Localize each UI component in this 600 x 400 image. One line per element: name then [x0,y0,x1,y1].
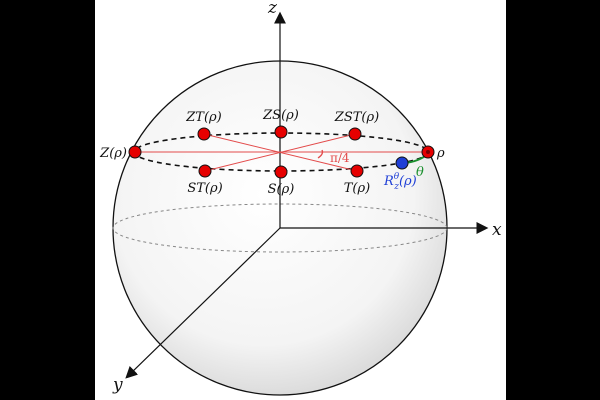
label-rotated-sup: θ [394,172,400,182]
label-rotated-arg: (ρ) [399,174,417,189]
label-T: T(ρ) [344,181,370,196]
theta-label: θ [416,165,424,180]
label-rotated-main: R [383,174,394,189]
chord-zst-st [204,133,356,172]
point-ST [198,164,212,178]
label-ZS: ZS(ρ) [262,108,299,123]
label-ST: ST(ρ) [187,181,222,196]
point-ZST [348,127,362,141]
point-ZT [197,127,211,141]
label-ZT: ZT(ρ) [185,110,222,125]
point-rotated [395,156,409,170]
y-axis [125,227,281,379]
z-axis-label: z [267,0,278,18]
point-ZS [274,125,288,139]
label-Z: Z(ρ) [99,146,127,161]
label-S: S(ρ) [268,182,295,197]
angle-arc [317,149,324,159]
point-S [274,165,288,179]
label-ZST: ZST(ρ) [334,110,379,125]
point-T [350,164,364,178]
point-Z [128,145,142,159]
x-axis-label: x [492,220,502,240]
label-rotated-sub: z [393,182,399,192]
y-axis-label: y [112,375,123,395]
angle-label: π/4 [330,151,350,165]
point-rho-inner [426,150,430,154]
label-rho: ρ [436,146,445,161]
